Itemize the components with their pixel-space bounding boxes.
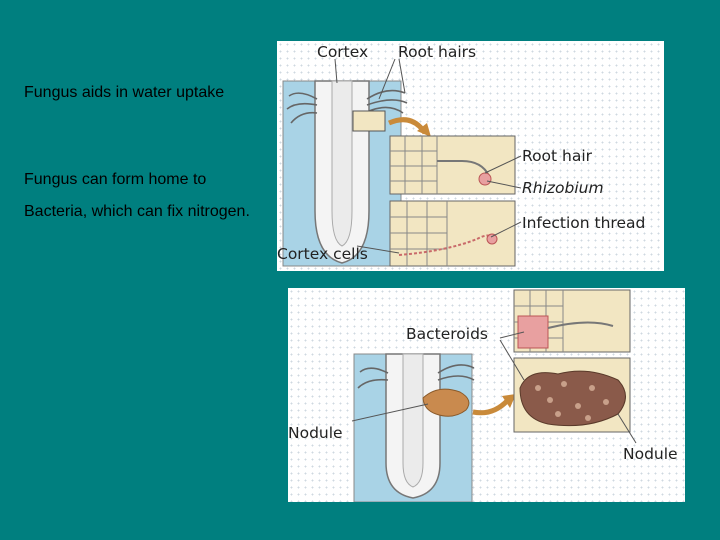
detail-panel-nodule — [513, 357, 631, 433]
leader-bacteroids-1 — [499, 331, 525, 339]
leader-infection-thread — [490, 221, 522, 238]
leader-nodule-left — [351, 403, 429, 422]
label-rhizobium: Rhizobium — [522, 179, 604, 197]
detail-panel-infection-thread — [389, 200, 516, 267]
label-cortex: Cortex — [317, 43, 368, 61]
leader-cortex — [334, 58, 338, 84]
detail-panel-root-hair — [389, 135, 516, 195]
label-root-hairs: Root hairs — [398, 43, 476, 61]
zoom-arrow-head — [417, 123, 431, 137]
caption-fungus-home: Fungus can form home to — [24, 171, 207, 188]
label-bacteroids: Bacteroids — [406, 325, 488, 343]
leader-cortex-cells — [356, 245, 400, 254]
leader-nodule-right — [617, 413, 637, 444]
zoom-box — [352, 110, 386, 132]
label-nodule-left: Nodule — [288, 424, 343, 442]
caption-bacteria-fix-nitrogen: Bacteria, which can fix nitrogen. — [24, 203, 250, 220]
nodule-formation-svg: Bacteroids Nodule Nodule — [288, 289, 678, 502]
root-core — [402, 353, 424, 488]
leader-root-hairs-1 — [378, 58, 396, 100]
label-root-hair: Root hair — [522, 147, 593, 165]
root-infection-diagram: Cortex Root hairs Root hair Rhizobium In… — [277, 41, 664, 271]
nodule-blob — [422, 388, 470, 417]
root-infection-svg: Cortex Root hairs Root hair Rhizobium In… — [277, 43, 645, 267]
root-hairs-drawing — [357, 364, 475, 389]
root-core — [331, 80, 353, 247]
leader-root-hair — [484, 155, 522, 174]
nodule-formation-diagram: Bacteroids Nodule Nodule — [288, 288, 685, 502]
leader-root-hairs-2 — [398, 58, 406, 94]
detail-panel-bacteroids — [513, 289, 631, 353]
leader-bacteroids-2 — [499, 339, 525, 381]
root-hairs-drawing — [286, 89, 408, 124]
zoom-arrow-head — [502, 394, 516, 408]
label-infection-thread: Infection thread — [522, 214, 645, 232]
label-cortex-cells: Cortex cells — [277, 245, 368, 263]
leader-rhizobium — [486, 180, 522, 189]
caption-water-uptake: Fungus aids in water uptake — [24, 84, 225, 101]
label-nodule-right: Nodule — [623, 445, 678, 463]
zoom-arrow — [472, 398, 510, 416]
